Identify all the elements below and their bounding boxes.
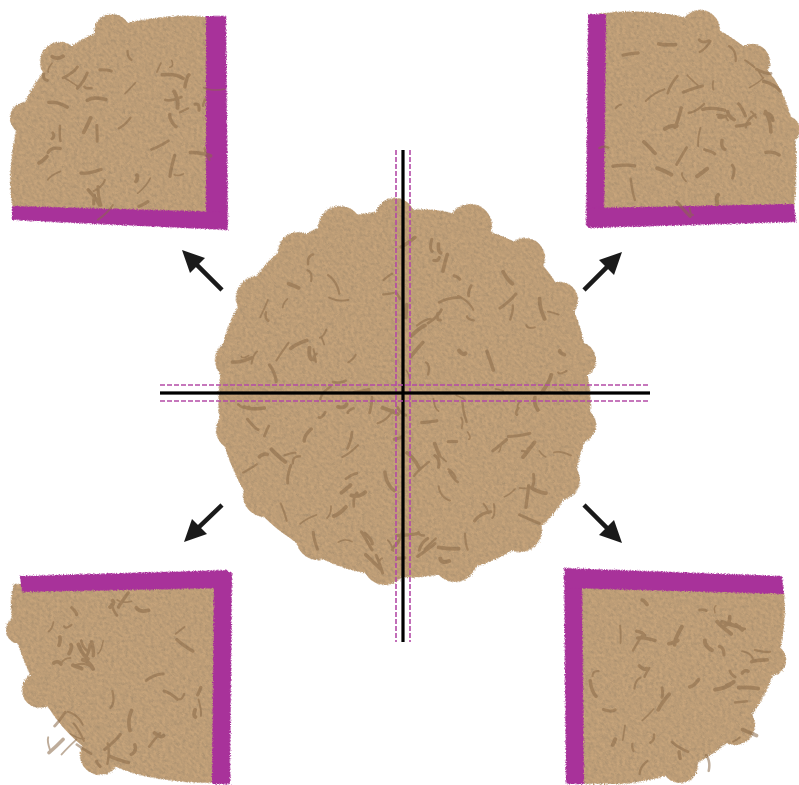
surface-groove bbox=[49, 739, 63, 752]
arrow-to-bottom-right bbox=[584, 505, 622, 543]
surface-groove bbox=[136, 175, 138, 181]
surface-groove bbox=[679, 752, 680, 759]
surface-groove bbox=[48, 737, 50, 750]
surface-groove bbox=[52, 56, 63, 58]
surface-groove bbox=[406, 305, 407, 318]
arrow-to-top-left bbox=[182, 250, 222, 290]
surface-groove bbox=[613, 165, 635, 166]
surface-groove bbox=[194, 710, 195, 717]
surface-groove bbox=[92, 642, 94, 656]
surface-groove bbox=[94, 195, 95, 204]
surface-groove bbox=[632, 744, 633, 751]
surface-groove bbox=[713, 81, 714, 89]
surface-groove bbox=[383, 293, 393, 295]
surface-groove bbox=[431, 239, 433, 251]
surface-groove bbox=[662, 688, 663, 697]
arrow-to-top-right bbox=[584, 252, 622, 290]
cut-face-left bbox=[564, 574, 584, 784]
surface-groove bbox=[706, 755, 709, 771]
surface-groove bbox=[739, 687, 758, 688]
surface-groove bbox=[439, 547, 459, 548]
surface-groove bbox=[735, 701, 747, 702]
surface-groove bbox=[603, 709, 615, 711]
cut-face-right bbox=[212, 572, 232, 784]
surface-groove bbox=[60, 126, 61, 141]
surface-groove bbox=[59, 637, 60, 645]
surface-groove bbox=[422, 421, 437, 423]
surface-groove bbox=[703, 108, 725, 110]
top-left-quadrant bbox=[10, 14, 228, 230]
arrow-to-bottom-left bbox=[184, 505, 222, 542]
surface-groove bbox=[623, 53, 638, 55]
surface-groove bbox=[613, 739, 616, 745]
surface-groove bbox=[719, 116, 726, 117]
bottom-right-quadrant bbox=[564, 568, 786, 784]
cut-face-right bbox=[206, 16, 228, 226]
surface-groove bbox=[245, 407, 265, 409]
surface-groove bbox=[62, 739, 77, 754]
bottom-left-quadrant bbox=[6, 570, 232, 784]
cut-face-left bbox=[586, 14, 606, 226]
surface-groove bbox=[620, 626, 621, 643]
surface-groove bbox=[700, 610, 707, 611]
surface-groove bbox=[100, 70, 112, 71]
surface-groove bbox=[659, 44, 676, 45]
surface-groove bbox=[717, 195, 718, 204]
